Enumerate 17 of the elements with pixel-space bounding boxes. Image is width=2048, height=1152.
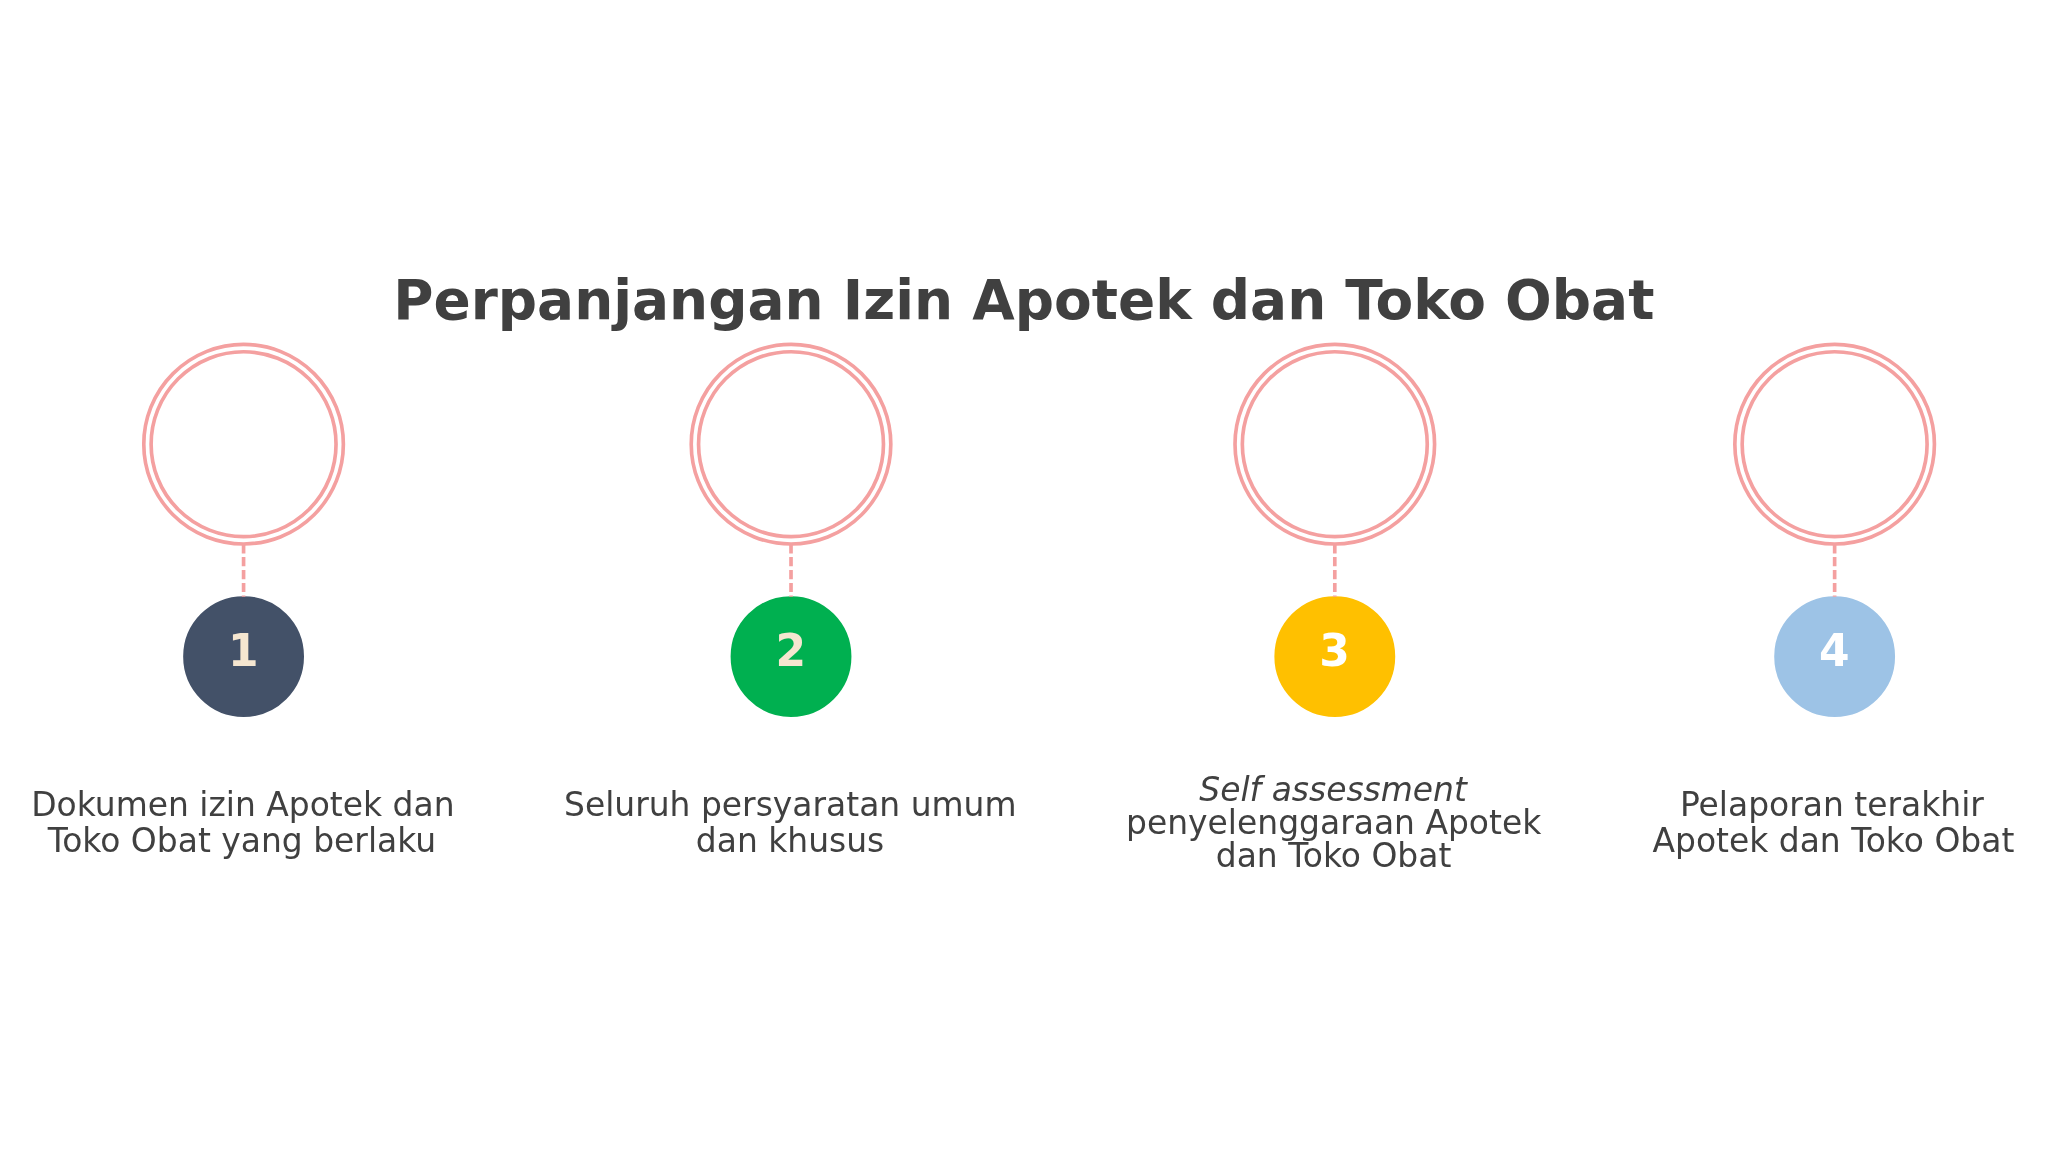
node-circle: 1 (183, 596, 304, 717)
node-pin (689, 342, 893, 546)
connector (241, 544, 246, 597)
connector (789, 544, 793, 597)
node-label: Self assessment penyelenggaraan Apotek dan Toko Obat (1126, 770, 1542, 875)
node-circle: 4 (1774, 596, 1896, 717)
node-label: Seluruh persyaratan umum dan khusus (563, 784, 1017, 861)
node-pin (1733, 342, 1937, 546)
node-circle: 3 (1274, 596, 1396, 717)
node-label: Dokumen izin Apotek dan Toko Obat yang berlaku (31, 784, 455, 861)
node-circle: 2 (730, 596, 852, 717)
node-pin (1233, 342, 1437, 546)
diagram-title: Perpanjangan Izin Apotek dan Toko Obat (393, 267, 1655, 332)
connector (1832, 544, 1837, 597)
connector (1332, 544, 1337, 597)
node-label: Pelaporan terakhir Apotek dan Toko Obat (1652, 784, 2015, 861)
node-pin (141, 342, 346, 546)
